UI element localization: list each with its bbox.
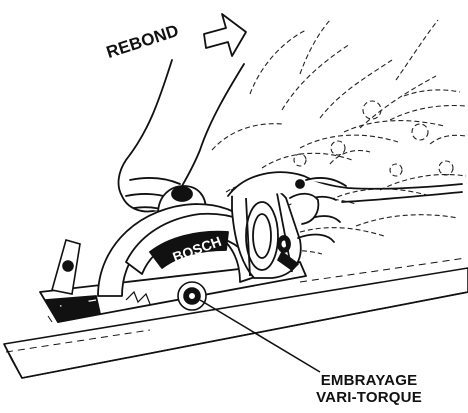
arbor-clutch bbox=[177, 281, 207, 311]
clutch-label: EMBRAYAGE VARI-TORQUE bbox=[294, 372, 444, 406]
cut-line-far bbox=[299, 257, 467, 283]
clutch-label-line2: VARI-TORQUE bbox=[316, 389, 422, 406]
motor-housing bbox=[231, 182, 302, 279]
blade-teeth bbox=[125, 290, 151, 305]
clutch-leader-line bbox=[199, 299, 321, 373]
shoe-scale bbox=[47, 309, 83, 323]
depth-bracket bbox=[50, 239, 92, 311]
workpiece-board bbox=[3, 267, 468, 379]
clutch-label-line1: EMBRAYAGE bbox=[320, 372, 418, 389]
front-lever bbox=[276, 250, 300, 272]
kickback-arrow-icon bbox=[203, 13, 247, 57]
front-hand bbox=[227, 171, 463, 243]
cut-line bbox=[5, 329, 151, 353]
